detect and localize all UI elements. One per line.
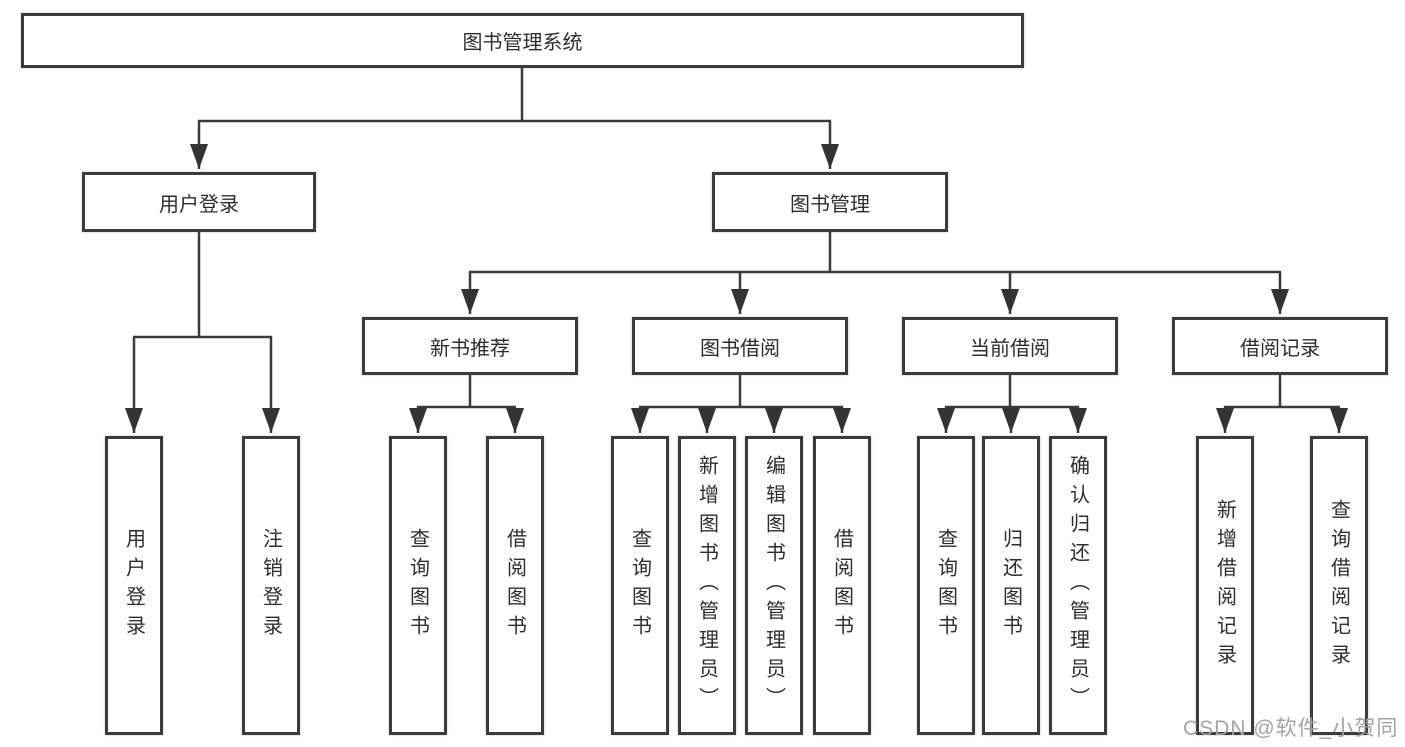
node-leaf-add-borrow-record: 新增借阅记录 (1196, 436, 1254, 735)
node-new-book-recommendation: 新书推荐 (362, 317, 578, 375)
node-leaf-edit-books-admin: 编辑图书（管理员） (745, 436, 803, 735)
connector-book-borrowing-to-leaves (631, 375, 851, 433)
connector-root-to-level2 (190, 68, 839, 169)
node-current-borrowing: 当前借阅 (902, 317, 1118, 375)
node-leaf-add-books-admin: 新增图书（管理员） (678, 436, 736, 735)
node-leaf-return-books: 归还图书 (982, 436, 1040, 735)
connector-new-book-to-leaves (409, 375, 524, 433)
connector-user-login-to-leaves (125, 232, 280, 433)
connector-borrowing-records-to-leaves (1216, 375, 1348, 433)
node-leaf-query-books-recommend: 查询图书 (389, 436, 447, 735)
node-user-login: 用户登录 (82, 172, 316, 232)
watermark-text: CSDN @软件_小贺同学 (1183, 717, 1399, 740)
node-book-borrowing: 图书借阅 (632, 317, 848, 375)
node-leaf-logout: 注销登录 (242, 436, 300, 735)
node-leaf-borrow-books-borrowing: 借阅图书 (813, 436, 871, 735)
node-leaf-query-borrow-record: 查询借阅记录 (1310, 436, 1368, 735)
connector-book-management-to-level3 (461, 232, 1289, 314)
node-leaf-query-books-borrowing: 查询图书 (611, 436, 669, 735)
node-book-management: 图书管理 (712, 172, 948, 232)
node-borrowing-records: 借阅记录 (1172, 317, 1388, 375)
node-leaf-query-books-current: 查询图书 (917, 436, 975, 735)
node-leaf-user-login: 用户登录 (105, 436, 163, 735)
node-leaf-borrow-books-recommend: 借阅图书 (486, 436, 544, 735)
node-library-management-system: 图书管理系统 (21, 13, 1024, 68)
connector-current-borrowing-to-leaves (937, 375, 1087, 433)
node-leaf-confirm-return-admin: 确认归还（管理员） (1049, 436, 1107, 735)
